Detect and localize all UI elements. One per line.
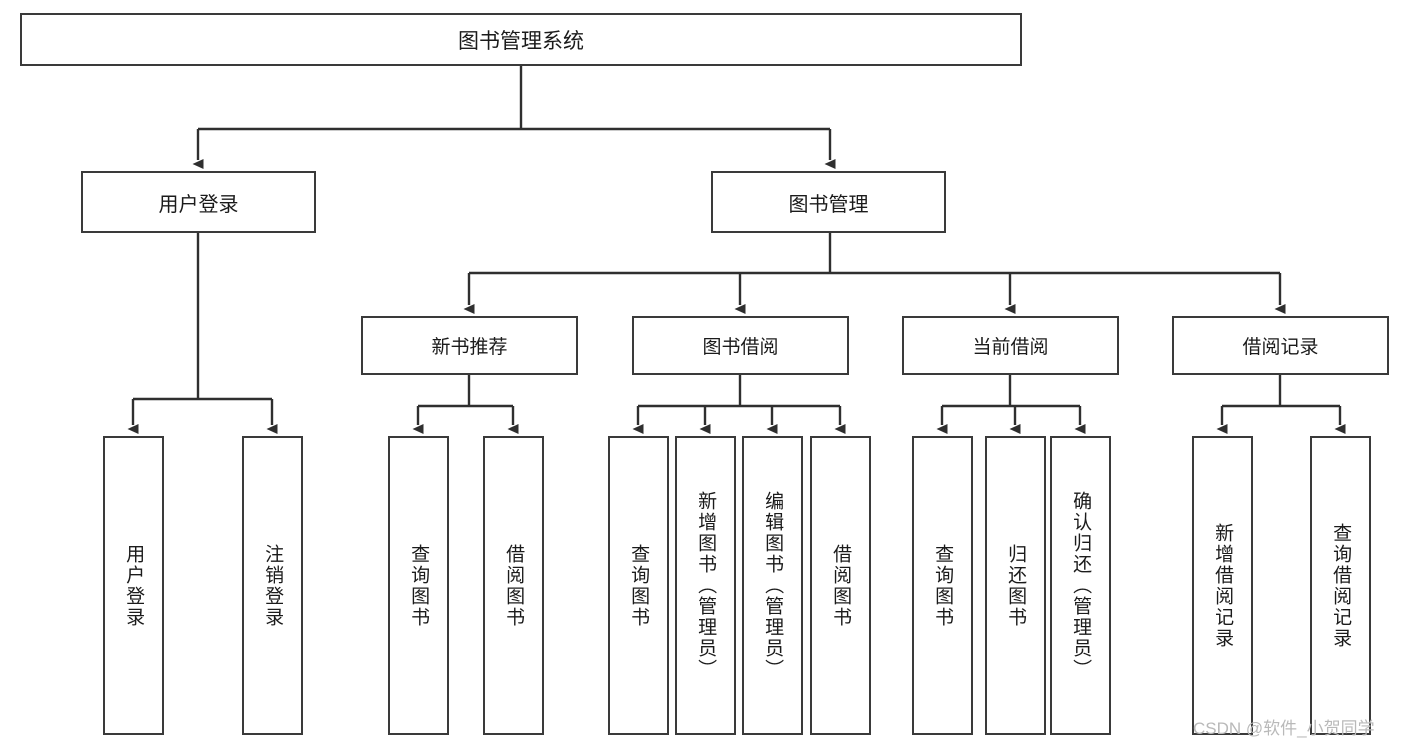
node-label: 确认归还（管理员） [1070, 491, 1092, 680]
node-leaf-borrow-book-bw[interactable]: 借阅图书 [810, 436, 871, 735]
node-label: 用户登录 [123, 543, 145, 628]
node-leaf-return-book[interactable]: 归还图书 [985, 436, 1046, 735]
node-label: 新增借阅记录 [1212, 522, 1234, 649]
node-label: 查询图书 [932, 543, 954, 628]
node-leaf-user-login[interactable]: 用户登录 [103, 436, 164, 735]
node-leaf-query-record[interactable]: 查询借阅记录 [1310, 436, 1371, 735]
node-label: 图书管理 [788, 193, 869, 216]
node-label: 当前借阅 [972, 337, 1049, 358]
node-label: 编辑图书（管理员） [762, 491, 784, 680]
node-leaf-query-book-cb[interactable]: 查询图书 [912, 436, 973, 735]
node-leaf-user-logout[interactable]: 注销登录 [242, 436, 303, 735]
node-label: 借阅图书 [830, 543, 852, 628]
csdn-watermark: CSDN @软件_小贺同学 [1193, 719, 1375, 738]
node-label: 图书管理系统 [458, 29, 584, 53]
node-leaf-add-book[interactable]: 新增图书（管理员） [675, 436, 736, 735]
node-label: 借阅记录 [1242, 337, 1319, 358]
node-label: 新增图书（管理员） [695, 491, 717, 680]
node-borrow-record[interactable]: 借阅记录 [1172, 316, 1389, 375]
node-book-borrow[interactable]: 图书借阅 [632, 316, 849, 375]
node-label: 注销登录 [262, 543, 284, 628]
node-leaf-confirm-return[interactable]: 确认归还（管理员） [1050, 436, 1111, 735]
node-label: 查询图书 [628, 543, 650, 628]
node-leaf-query-book-bw[interactable]: 查询图书 [608, 436, 669, 735]
node-leaf-query-book-rec[interactable]: 查询图书 [388, 436, 449, 735]
node-user-login[interactable]: 用户登录 [81, 171, 316, 233]
node-label: 归还图书 [1005, 543, 1027, 628]
node-root[interactable]: 图书管理系统 [20, 13, 1022, 66]
node-label: 新书推荐 [431, 337, 508, 358]
node-book-manage[interactable]: 图书管理 [711, 171, 946, 233]
node-leaf-borrow-book-rec[interactable]: 借阅图书 [483, 436, 544, 735]
node-label: 图书借阅 [702, 337, 779, 358]
node-leaf-edit-book[interactable]: 编辑图书（管理员） [742, 436, 803, 735]
node-current-borrow[interactable]: 当前借阅 [902, 316, 1119, 375]
node-label: 查询借阅记录 [1330, 522, 1352, 649]
node-label: 借阅图书 [503, 543, 525, 628]
node-new-book-rec[interactable]: 新书推荐 [361, 316, 578, 375]
node-label: 用户登录 [158, 193, 239, 216]
node-leaf-add-record[interactable]: 新增借阅记录 [1192, 436, 1253, 735]
node-label: 查询图书 [408, 543, 430, 628]
